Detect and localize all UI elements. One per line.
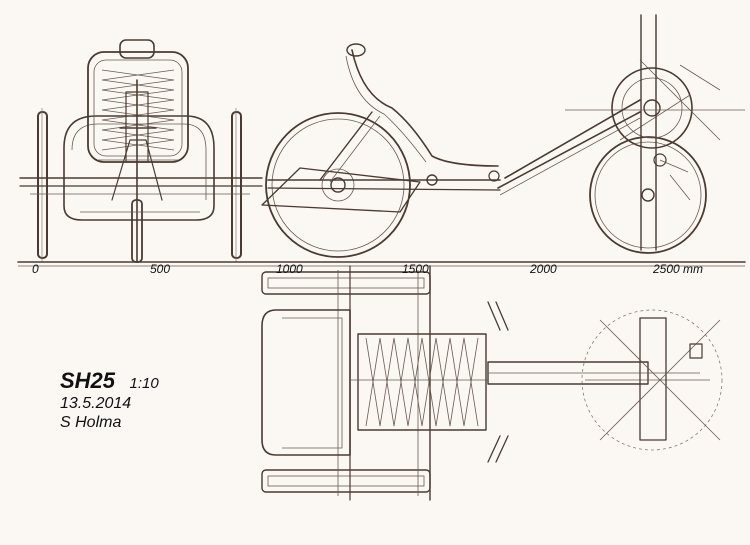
side-view-front-wheel <box>589 136 707 254</box>
front-view-left-wheel <box>37 111 48 259</box>
front-view-right-wheel <box>231 111 242 259</box>
scale-label-500: 500 <box>150 262 171 276</box>
side-view <box>261 14 745 258</box>
drawing-author: S Holma <box>60 414 122 431</box>
scale-label-1000: 1000 <box>276 262 303 276</box>
scale-bar <box>17 261 746 267</box>
scale-label-2000: 2000 <box>530 262 557 276</box>
drawing-scale: 1:10 <box>129 375 159 392</box>
top-view <box>261 265 723 501</box>
drawing-date: 13.5.2014 <box>60 395 132 412</box>
drawing-name: SH25 <box>60 368 116 393</box>
side-view-rear-wheel <box>265 112 411 258</box>
scale-label-2500: 2500 mm <box>653 262 704 276</box>
title-block: SH25 1:10 13.5.2014 S Holma <box>60 368 159 432</box>
scale-label-1500: 1500 <box>402 262 429 276</box>
scale-label-0: 0 <box>32 262 39 276</box>
front-view <box>19 39 263 263</box>
top-view-lower-wheel <box>261 469 431 493</box>
